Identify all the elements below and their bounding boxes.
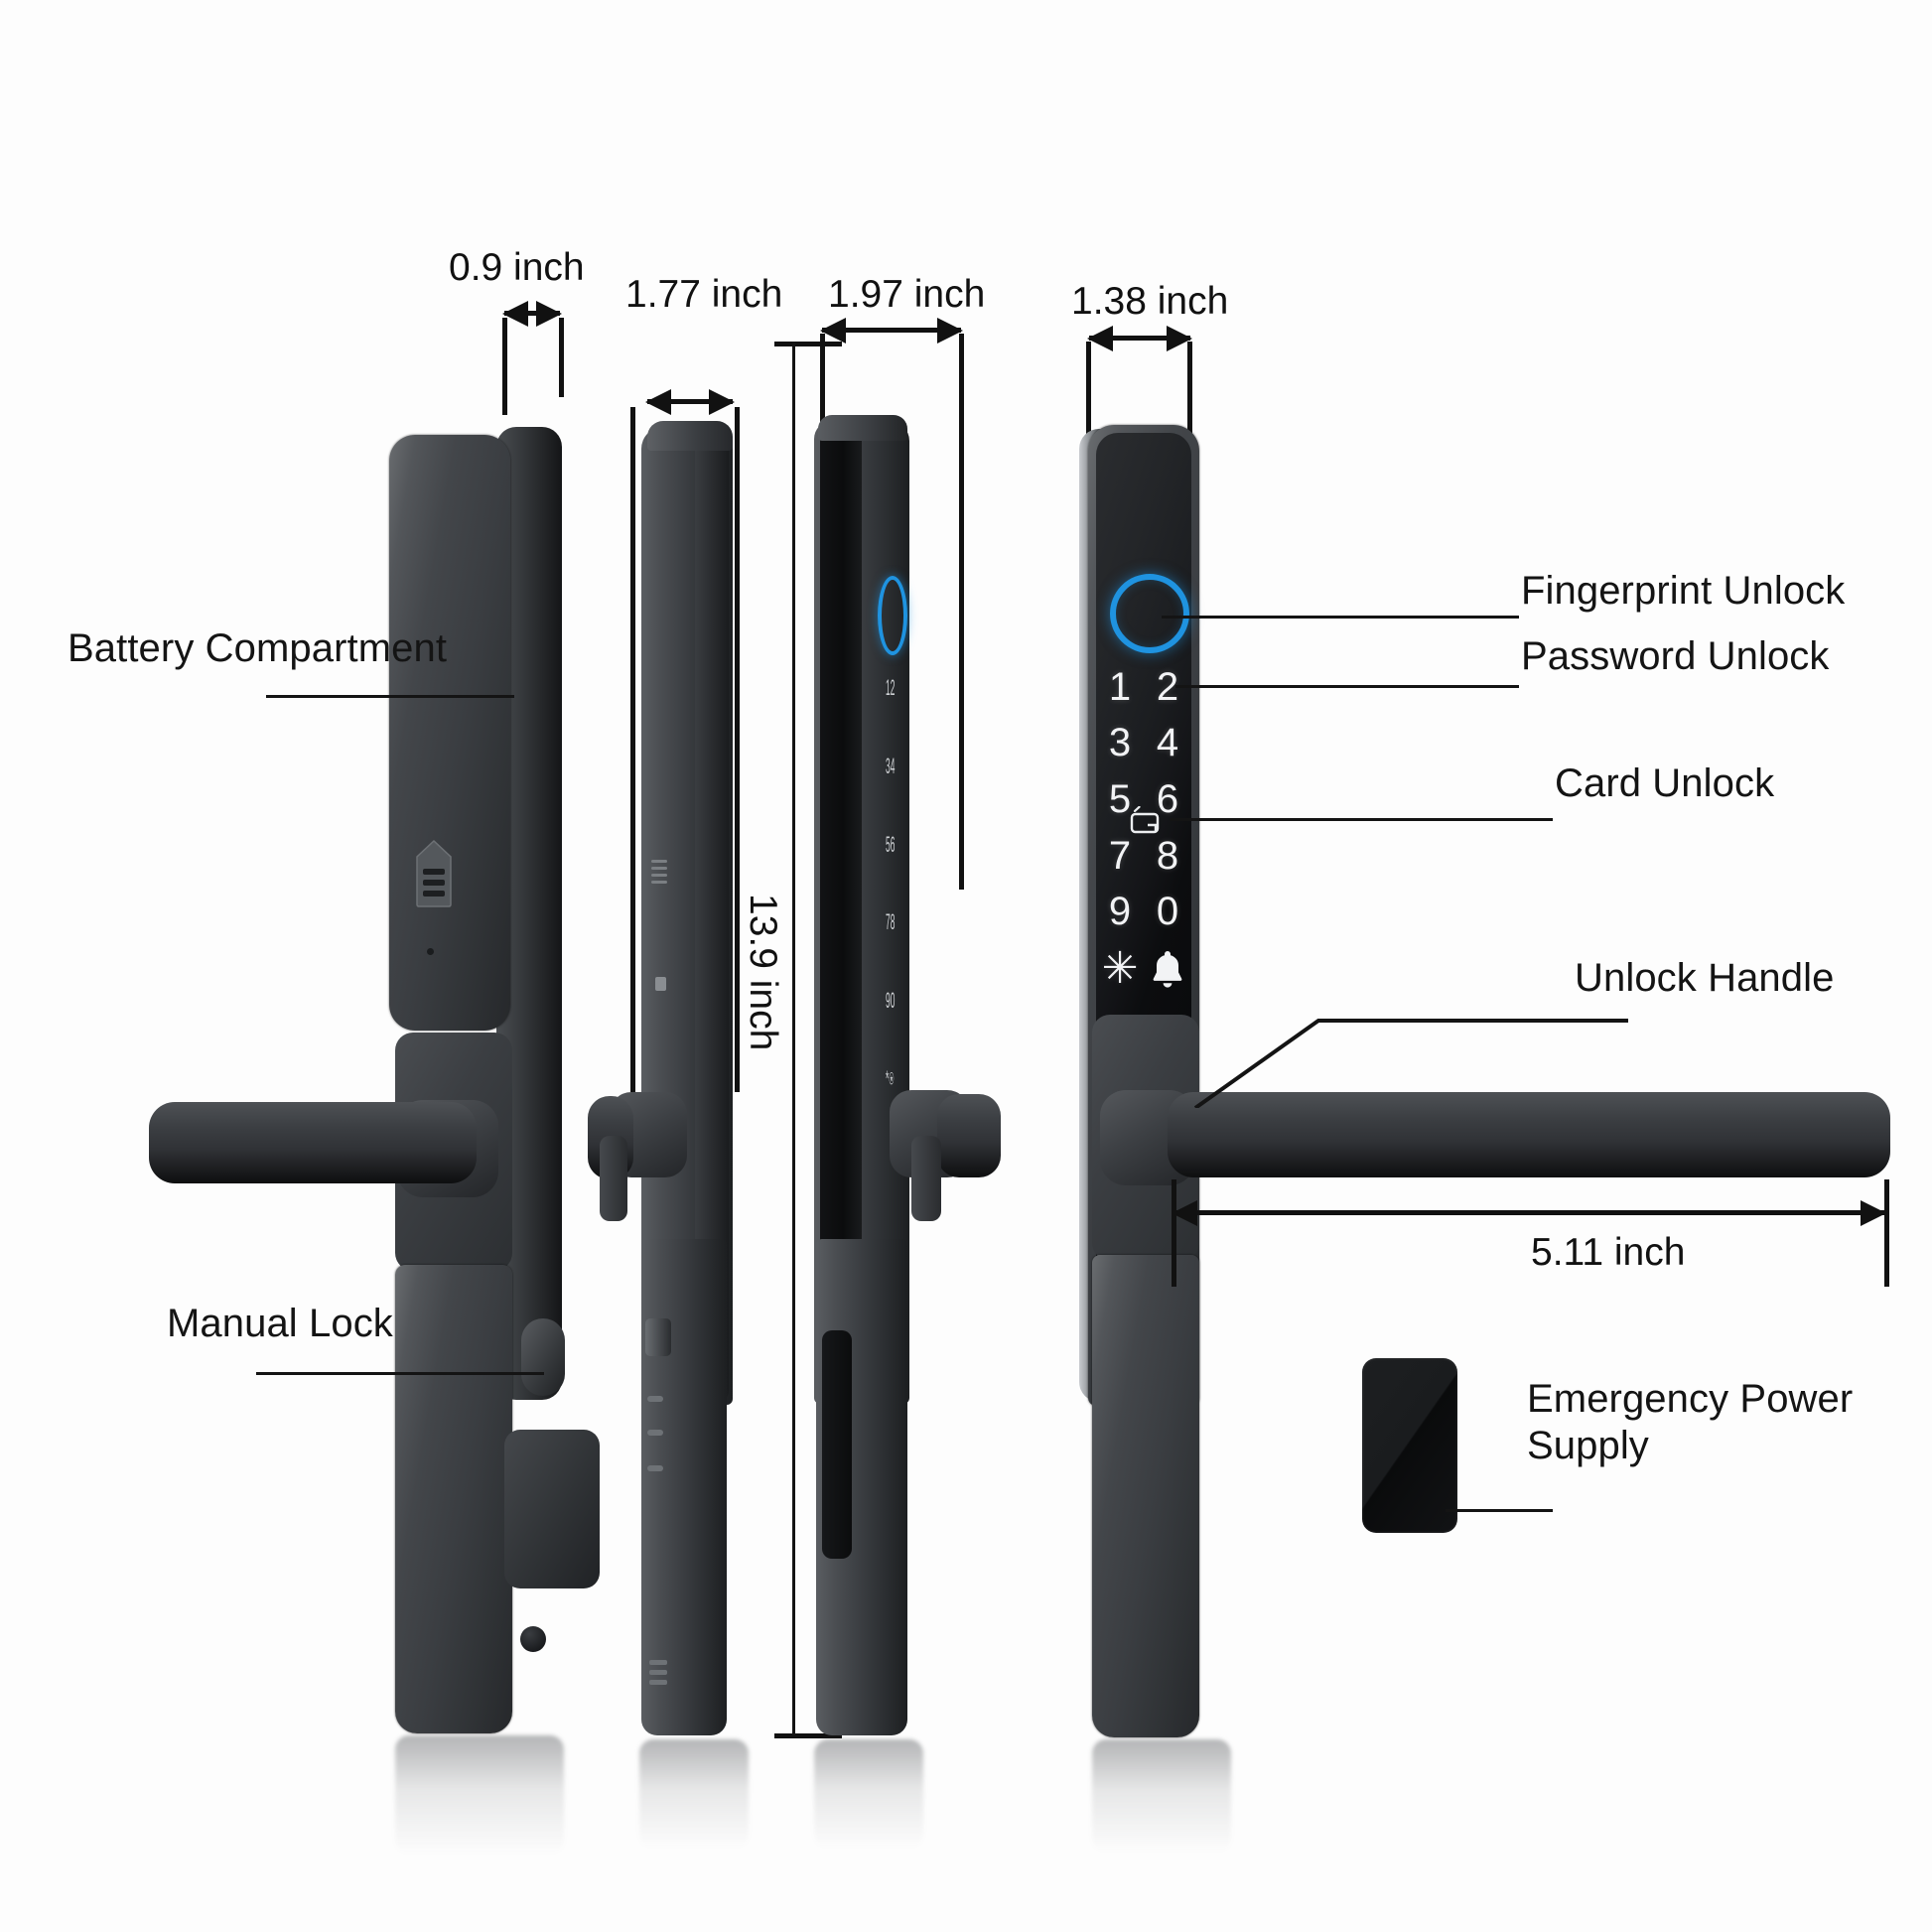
- keypad-key-3[interactable]: 3: [1108, 721, 1132, 765]
- emergency-power-supply-cover[interactable]: [1362, 1358, 1457, 1533]
- back-panel-reflection: [395, 1735, 564, 1855]
- usb-port-icon: [655, 977, 666, 991]
- extension-line: [630, 407, 635, 1092]
- left-side-vent: [647, 1465, 663, 1471]
- callout-password-unlock-label: Password Unlock: [1521, 634, 1830, 678]
- extension-line: [735, 407, 740, 1092]
- battery-icon: [416, 839, 452, 907]
- left-side-handle-stem: [600, 1136, 627, 1221]
- keypad-key-6[interactable]: 6: [1156, 777, 1179, 822]
- keypad-edge-row: 34: [886, 753, 896, 778]
- extension-line: [502, 318, 507, 415]
- keypad-edge-row: *⍟: [886, 1065, 895, 1091]
- callout-manual-lock-label: Manual Lock: [167, 1302, 393, 1345]
- extension-line: [559, 318, 564, 397]
- right-side-top-cap: [818, 415, 907, 441]
- right-side-keypad-edge: 12 34 56 78 90 *⍟: [878, 675, 903, 1092]
- callout-unlock-handle-leader: [1193, 1019, 1628, 1108]
- keypad-key-star[interactable]: ✳: [1101, 944, 1139, 994]
- left-side-vent: [647, 1430, 663, 1436]
- manual-lock-thumbturn: [521, 1318, 565, 1396]
- keypad-key-bell[interactable]: [1144, 940, 1191, 997]
- unlock-handle-bar[interactable]: [1168, 1092, 1890, 1177]
- dimension-depth-left-label: 1.77 inch: [625, 273, 783, 316]
- callout-fingerprint-unlock-leader: [1162, 616, 1519, 619]
- dimension-depth-back-label: 0.9 inch: [449, 246, 585, 289]
- keypad-key-1[interactable]: 1: [1108, 664, 1132, 709]
- keypad-key-9[interactable]: 9: [1108, 890, 1132, 934]
- right-side-handle-stem: [911, 1136, 941, 1221]
- keypad-key-8[interactable]: 8: [1156, 833, 1179, 878]
- speaker-slots-icon: [651, 860, 667, 884]
- callout-emergency-power-leader: [1446, 1509, 1553, 1512]
- keypad-key-4[interactable]: 4: [1156, 721, 1179, 765]
- front-panel-lower-plate: [1092, 1255, 1199, 1737]
- callout-emergency-power-label: Emergency Power Supply: [1527, 1377, 1854, 1468]
- dimension-handle-length-label: 5.11 inch: [1531, 1231, 1686, 1274]
- back-handle-bar: [149, 1102, 477, 1183]
- screw-hole: [520, 1626, 546, 1652]
- back-panel-lower-plate: [395, 1265, 512, 1733]
- left-side-cable-port: [645, 1318, 671, 1356]
- callout-password-unlock-leader: [1175, 685, 1519, 688]
- keypad-key-7[interactable]: 7: [1108, 833, 1132, 878]
- left-side-reflection: [639, 1739, 749, 1849]
- front-panel-reflection: [1092, 1739, 1231, 1853]
- doorbell-icon: [1153, 950, 1182, 988]
- right-side-eps-edge: [822, 1330, 852, 1559]
- dimension-height-label: 13.9 inch: [742, 894, 784, 1051]
- card-swipe-icon[interactable]: [1126, 806, 1164, 840]
- right-side-handle-bar: [937, 1094, 1001, 1177]
- dimension-handle-length-arrow: [1173, 1210, 1884, 1215]
- keypad-key-0[interactable]: 0: [1156, 890, 1179, 934]
- dimension-depth-back-arrow: [504, 311, 560, 316]
- dimension-depth-left-arrow: [647, 399, 733, 404]
- keypad-edge-row: 78: [886, 909, 896, 935]
- keypad-edge-row: 56: [886, 831, 896, 857]
- callout-card-unlock-label: Card Unlock: [1555, 761, 1775, 805]
- callout-fingerprint-unlock-label: Fingerprint Unlock: [1521, 569, 1846, 613]
- left-side-vent: [647, 1396, 663, 1402]
- fingerprint-ring-icon[interactable]: [1110, 574, 1189, 653]
- keypad-edge-row: 90: [886, 988, 896, 1014]
- keypad-key-5[interactable]: 5: [1108, 777, 1132, 822]
- keypad-key-2[interactable]: 2: [1156, 664, 1179, 709]
- keypad-edge-row: 12: [886, 675, 896, 700]
- extension-line: [1086, 342, 1091, 437]
- dimension-height-line: [792, 342, 795, 1735]
- right-side-reflection: [814, 1739, 923, 1849]
- callout-unlock-handle-label: Unlock Handle: [1575, 956, 1835, 1000]
- dimension-depth-right-arrow: [822, 328, 961, 333]
- extension-line: [1187, 342, 1192, 437]
- keypad[interactable]: 1 2 3 4 5 6 7 8 9 0 ✳: [1096, 659, 1191, 997]
- height-tick-top: [774, 342, 842, 346]
- dimension-depth-right-label: 1.97 inch: [828, 273, 986, 316]
- callout-battery-compartment-leader: [266, 695, 514, 698]
- dimension-width-front-label: 1.38 inch: [1071, 280, 1229, 323]
- bottom-vent-grille-icon: [649, 1660, 667, 1685]
- callout-manual-lock-leader: [256, 1372, 544, 1375]
- callout-card-unlock-leader: [1170, 818, 1553, 821]
- height-tick-bottom: [774, 1733, 842, 1738]
- reset-pinhole: [427, 948, 434, 955]
- extension-line: [1172, 1179, 1176, 1287]
- extension-line: [1884, 1179, 1889, 1287]
- back-panel-faceplate: [389, 435, 510, 1031]
- left-side-top-cap: [647, 421, 733, 451]
- dimension-width-front-arrow: [1089, 336, 1190, 341]
- extension-line: [959, 334, 964, 890]
- back-panel-inset: [504, 1430, 600, 1588]
- fingerprint-ring-icon-edge: [878, 576, 907, 655]
- callout-battery-compartment-label: Battery Compartment: [68, 626, 448, 670]
